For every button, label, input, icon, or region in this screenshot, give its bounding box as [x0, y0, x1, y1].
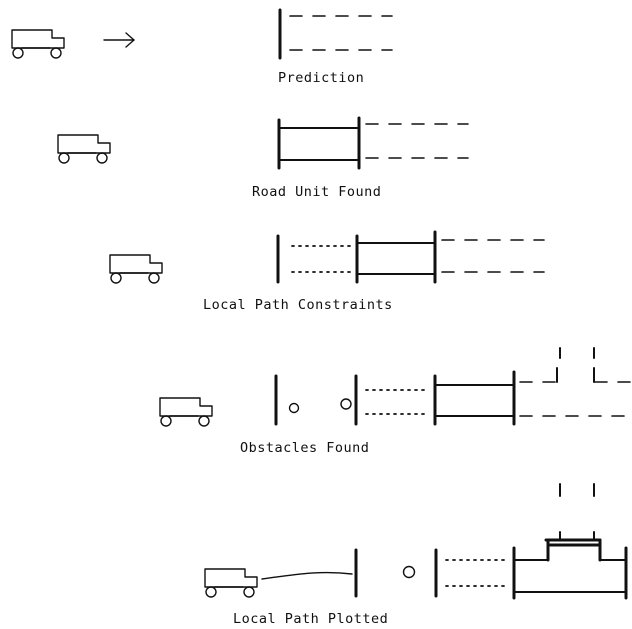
obstacle-circle [340, 398, 352, 410]
vehicle-icon [11, 29, 65, 59]
vehicle-icon [204, 568, 258, 598]
stage-local-path-constraints: Local Path Constraints [109, 230, 545, 313]
obstacle-circle [288, 402, 300, 414]
right-arrow-icon [103, 32, 135, 48]
stage-local-path-plotted: Local Path Plotted [204, 483, 628, 627]
stage-caption: Obstacles Found [240, 440, 369, 456]
stage-road-unit-found: Road Unit Found [57, 116, 469, 200]
vehicle-icon [109, 254, 163, 284]
predicted-cross-road-ticks [559, 483, 595, 497]
intersection-road-unit [512, 531, 628, 600]
stage-caption: Local Path Plotted [233, 611, 388, 627]
vehicle-icon [159, 397, 213, 427]
predicted-intersection [519, 347, 632, 417]
obstacle-circle [402, 565, 416, 579]
vehicle-icon [57, 134, 111, 164]
plotted-path-curve [261, 571, 353, 580]
stage-obstacles-found: Obstacles Found [159, 347, 632, 456]
stage-caption: Road Unit Found [252, 184, 381, 200]
stage-prediction: Prediction [11, 8, 393, 86]
stage-caption: Local Path Constraints [203, 297, 393, 313]
stage-caption: Prediction [278, 70, 364, 86]
